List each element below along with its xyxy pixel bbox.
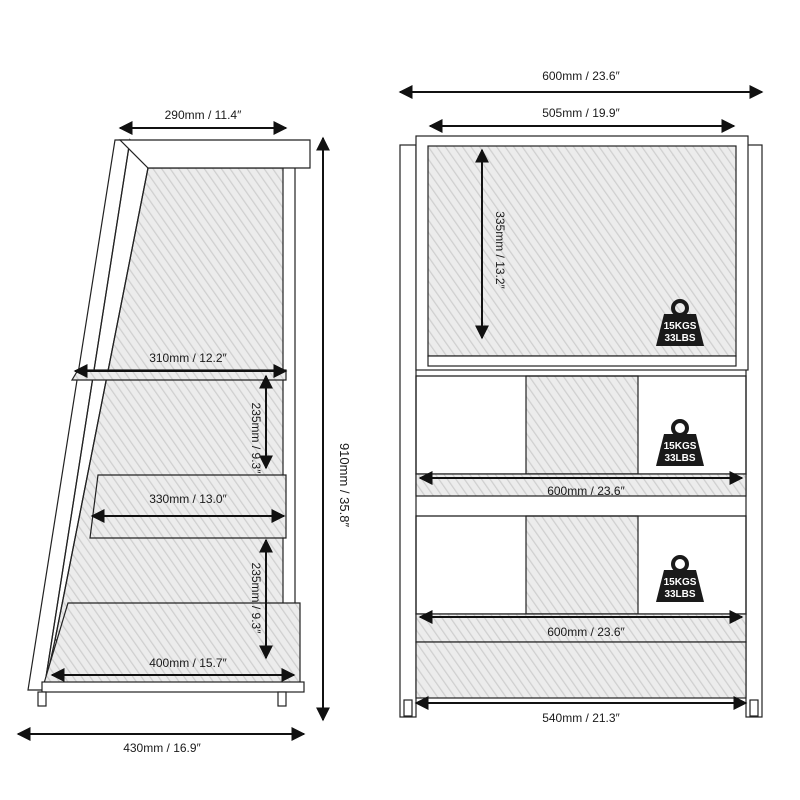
weight-lbs-label: 33LBS [664, 453, 695, 464]
front-foot-left [403, 699, 413, 717]
side-view: 290mm / 11.4″ 310mm / 12.2″ 235mm / 9.3″… [16, 108, 352, 755]
side-gap1-height-label: 235mm / 9.3″ [249, 403, 263, 475]
side-shelf-2 [89, 474, 287, 539]
front-overall-width-label: 600mm / 23.6″ [542, 69, 620, 83]
front-mid-back-panel [525, 375, 639, 475]
front-leg-left [399, 144, 417, 718]
side-back-post [282, 164, 296, 666]
front-top-shelf [427, 355, 737, 367]
weight-icon: 15KGS 33LBS [656, 555, 704, 602]
side-top-width-label: 290mm / 11.4″ [165, 108, 242, 122]
side-foot-front [37, 691, 47, 707]
front-top-inner-width-label: 505mm / 19.9″ [542, 106, 620, 120]
weight-icon: 15KGS 33LBS [656, 419, 704, 466]
weight-kgs-label: 15KGS [664, 577, 697, 588]
front-base [415, 641, 747, 699]
weight-kgs-label: 15KGS [664, 441, 697, 452]
weight-lbs-label: 33LBS [664, 589, 695, 600]
side-foot-back [277, 691, 287, 707]
side-shelf1-width-label: 310mm / 12.2″ [149, 351, 227, 365]
front-shelf2-width-label: 600mm / 23.6″ [547, 625, 625, 639]
side-top-cap [118, 139, 311, 169]
weight-lbs-label: 33LBS [664, 333, 695, 344]
side-overall-height-label: 910mm / 35.8″ [337, 443, 352, 527]
front-shelf1-width-label: 600mm / 23.6″ [547, 484, 625, 498]
weight-kgs-label: 15KGS [664, 321, 697, 332]
front-top-inner-height-label: 335mm / 13.2″ [493, 211, 507, 289]
side-shelf2-width-label: 330mm / 13.0″ [149, 492, 227, 506]
side-overall-depth-label: 430mm / 16.9″ [123, 741, 201, 755]
front-low-back-panel [525, 515, 639, 615]
front-view: 600mm / 23.6″ 505mm / 19.9″ 335mm / 13.2… [398, 69, 764, 725]
side-base-plinth [41, 681, 305, 693]
side-base-width-label: 400mm / 15.7″ [149, 656, 227, 670]
weight-icon: 15KGS 33LBS [656, 299, 704, 346]
front-base-width-label: 540mm / 21.3″ [542, 711, 620, 725]
front-foot-right [749, 699, 759, 717]
side-gap2-height-label: 235mm / 9.3″ [249, 563, 263, 635]
